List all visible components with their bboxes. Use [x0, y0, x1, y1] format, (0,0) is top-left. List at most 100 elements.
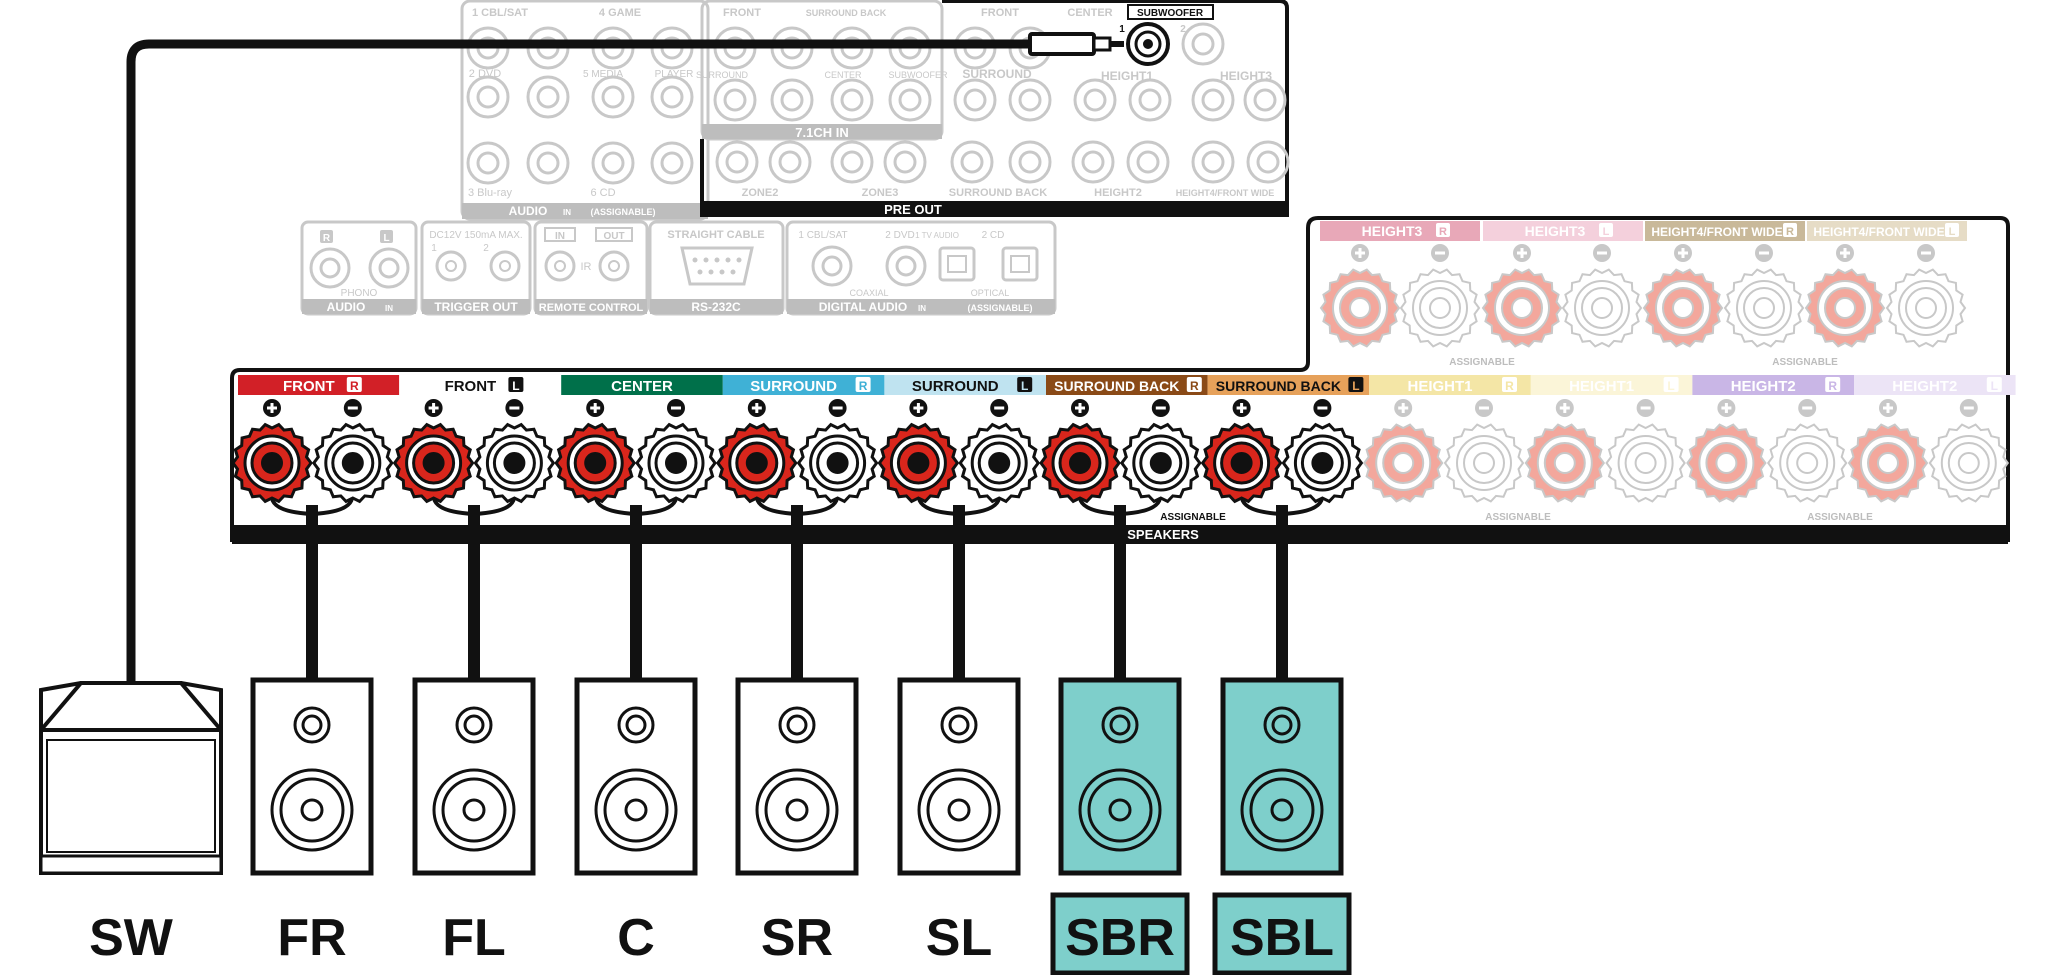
subwoofer-label-box [1127, 4, 1214, 20]
height-terminal-core [1753, 297, 1775, 319]
height-label-text: HEIGHT3 [1525, 223, 1586, 239]
rca-jack-core [1018, 150, 1042, 174]
speaker-wire [791, 505, 803, 695]
speaker-terminal-symbol-v [916, 403, 920, 413]
rca-jack-core [725, 150, 749, 174]
rs232c-footer: RS-232C [691, 300, 741, 314]
faded-terminal-core [1553, 452, 1576, 474]
height-terminal-core [1511, 297, 1533, 319]
pre-out-label: FRONT [981, 7, 1019, 19]
pre-out-frame [700, 0, 1289, 217]
rca-jack-core [963, 88, 987, 112]
rca-jack [526, 141, 570, 185]
rca-jack [888, 78, 932, 122]
remote-in-box [544, 227, 576, 242]
remote-jack [598, 250, 630, 282]
audio-in-footer-bar [462, 203, 708, 219]
height-label-side: L [1603, 226, 1610, 238]
speaker-label-text: HEIGHT2 [1731, 378, 1796, 395]
speaker-label-text: FRONT [445, 378, 497, 395]
rs232c-pin [697, 269, 703, 275]
remote-jack-core [608, 260, 620, 272]
rca-jack [1246, 140, 1290, 184]
rca-jack-core [1138, 88, 1162, 112]
speaker-cables [126, 32, 1324, 695]
trigger-jack-core [445, 260, 457, 272]
height-terminal-symbol-v [1358, 248, 1362, 258]
pre-out-label: ZONE2 [742, 187, 779, 199]
digital-optical: OPTICAL [971, 288, 1010, 298]
speaker-terminal-core [826, 452, 849, 474]
height-assignable-right: ASSIGNABLE [1772, 357, 1838, 368]
pre-out-label: SURROUND BACK [949, 187, 1047, 199]
speaker-terminal-core [745, 452, 768, 474]
faded-terminal-symbol-h [1640, 406, 1651, 410]
height-label-side-box [1945, 223, 1959, 237]
speaker-terminal-core [1149, 452, 1172, 474]
faded-terminal-symbol-v [1724, 403, 1728, 413]
speaker-label-text: SURROUND [750, 378, 837, 395]
rca-jack-core [840, 88, 864, 112]
speaker-label-bg [1692, 375, 1854, 395]
speaker-label-side: L [512, 379, 519, 393]
ch71-label: SUBWOOFER [888, 70, 948, 80]
speaker-terminal-core [1069, 452, 1091, 474]
height-terminal-symbol-h [1597, 251, 1607, 255]
speaker-label-side-box [346, 377, 362, 392]
rca-jack [466, 141, 510, 185]
speaker-label-bg [884, 375, 1046, 395]
rca-jack [591, 75, 635, 119]
rca-jack-core [780, 88, 804, 112]
rca-jack [591, 141, 635, 185]
digital-label: 2 DVD [885, 230, 914, 241]
height-terminal-core [1591, 297, 1613, 319]
rca-jack [1008, 140, 1052, 184]
speaker-label-side: L [1352, 379, 1359, 393]
rca-jack-core [840, 150, 864, 174]
speaker-label-side-box [1186, 377, 1202, 392]
rca-jack [1126, 140, 1170, 184]
panel-box-footer [422, 299, 530, 314]
speaker-terminal-symbol-v [432, 403, 436, 413]
optical-port-core [947, 255, 967, 273]
speaker-code-sw: SW [89, 909, 174, 967]
rca-jack [715, 140, 759, 184]
remote-footer: REMOTE CONTROL [539, 302, 644, 314]
tweeter-dome [463, 714, 485, 736]
woofer-cap [462, 798, 486, 822]
speaker-wire [630, 505, 642, 695]
remote-jack [544, 250, 576, 282]
digital-coaxial: COAXIAL [849, 288, 888, 298]
speaker-label-text: FRONT [283, 378, 335, 395]
rca-jack [770, 78, 814, 122]
speaker-label-side: R [1190, 379, 1199, 393]
faded-assignable-left: ASSIGNABLE [1485, 512, 1551, 523]
rca-jack [953, 78, 997, 122]
coax-jack [885, 245, 927, 287]
digital-label: 1 CBL/SAT [798, 230, 847, 241]
ch71-label: SURROUND [696, 70, 749, 80]
ch71-label: CENTER [824, 70, 862, 80]
speaker-label-side: L [1991, 379, 1998, 393]
woofer-cap [947, 798, 971, 822]
speaker-terminal-symbol-h [832, 406, 843, 410]
pre-out-label: CENTER [1067, 7, 1112, 19]
speaker-terminal-core [261, 452, 283, 474]
pre-out-label: HEIGHT2 [1094, 187, 1142, 199]
rca-jack-core [660, 151, 684, 175]
rca-jack [1243, 78, 1287, 122]
faded-terminal-core [1957, 452, 1980, 474]
speaker-code-box [1212, 892, 1352, 975]
tweeter-dome [301, 714, 323, 736]
speaker-terminal-symbol-v [1240, 403, 1244, 413]
audio-in-label: 3 Blu-ray [468, 187, 513, 199]
faded-assignable-right: ASSIGNABLE [1807, 512, 1873, 523]
rca-plug-tip [1110, 41, 1124, 47]
tweeter-dome [948, 714, 970, 736]
rca-jack-core [660, 85, 684, 109]
faded-terminal-core [1715, 452, 1738, 474]
rca-jack-core [960, 150, 984, 174]
rs232c-pin [725, 257, 731, 263]
